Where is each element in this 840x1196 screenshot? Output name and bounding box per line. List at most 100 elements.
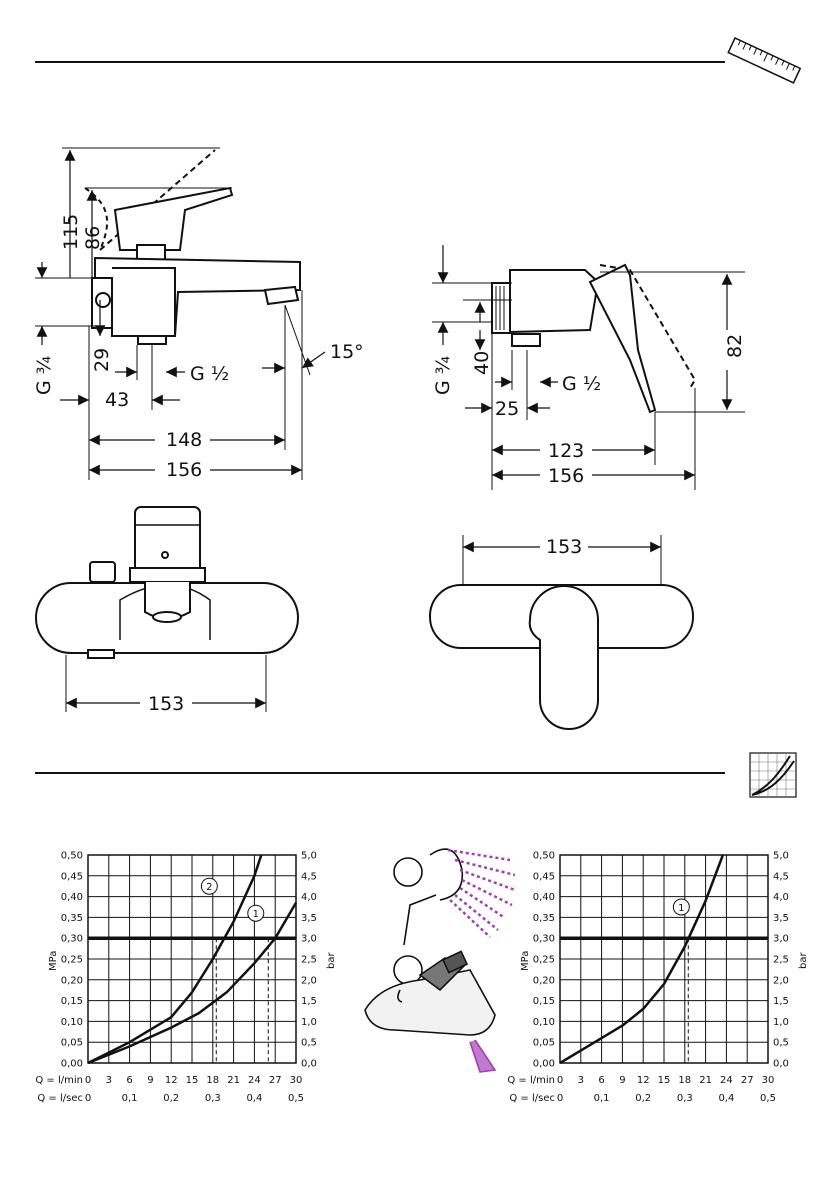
- y-tick-right: 0,5: [773, 1038, 789, 1049]
- x-tick-lmin: 21: [699, 1075, 712, 1086]
- bath-inlet-height-label: 29: [91, 348, 113, 372]
- shower-depth-outer-label: 156: [548, 465, 584, 487]
- shower-inlet-height-label: 40: [471, 351, 493, 375]
- y-tick-right: 3,5: [301, 913, 317, 924]
- y-tick-left: 0,45: [61, 871, 83, 882]
- y-tick-left: 0,50: [533, 851, 555, 862]
- y-tick-left: 0,15: [61, 996, 83, 1007]
- x-tick-lsec: 0,3: [677, 1093, 693, 1104]
- y-tick-right: 1,0: [301, 1017, 317, 1028]
- x-tick-lmin: 18: [678, 1075, 691, 1086]
- y-tick-left: 0,30: [61, 934, 83, 945]
- x-tick-lmin: 30: [290, 1075, 303, 1086]
- x-tick-lmin: 0: [557, 1075, 563, 1086]
- y-tick-right: 0,0: [301, 1059, 317, 1070]
- y-axis-label-right: bar: [326, 952, 337, 969]
- bath-height-inner-label: 86: [82, 226, 104, 250]
- bath-inlet-label: G ¾: [33, 356, 55, 395]
- series-line-1: [87, 902, 298, 1065]
- bath-mixer-side-view: [35, 147, 326, 480]
- x-tick-lmin: 12: [165, 1075, 178, 1086]
- y-tick-left: 0,15: [533, 996, 555, 1007]
- x-tick-lsec: 0,4: [246, 1093, 262, 1104]
- series-marker-circle: [200, 877, 218, 895]
- shower-mixer-side-view: [432, 245, 745, 490]
- y-tick-right: 3,0: [773, 934, 789, 945]
- bath-depth-inner-label: 148: [166, 429, 202, 451]
- x-tick-lmin: 6: [126, 1075, 132, 1086]
- y-tick-right: 5,0: [773, 851, 789, 862]
- y-tick-right: 0,5: [301, 1038, 317, 1049]
- y-tick-left: 0,35: [533, 913, 555, 924]
- plot-frame: [87, 854, 297, 1064]
- y-tick-right: 1,5: [301, 996, 317, 1007]
- y-tick-right: 2,0: [773, 975, 789, 986]
- y-tick-right: 1,0: [773, 1017, 789, 1028]
- y-tick-right: 4,5: [301, 871, 317, 882]
- x-tick-lmin: 24: [720, 1075, 733, 1086]
- x-tick-lsec: 0,1: [594, 1093, 610, 1104]
- x-tick-lsec: 0: [557, 1093, 563, 1104]
- ruler-icon: [727, 37, 802, 84]
- bath-angle-label: 15°: [330, 341, 364, 363]
- x-axis-label-lmin: Q = l/min: [35, 1075, 83, 1086]
- x-tick-lsec: 0,4: [718, 1093, 734, 1104]
- y-tick-left: 0,40: [61, 892, 83, 903]
- series-marker-circle: [247, 904, 265, 922]
- x-tick-lmin: 24: [248, 1075, 261, 1086]
- y-tick-left: 0,00: [61, 1059, 83, 1070]
- y-tick-left: 0,25: [61, 955, 83, 966]
- x-tick-lsec: 0,5: [288, 1093, 304, 1104]
- series-line-2: [87, 854, 263, 1065]
- x-tick-lmin: 6: [598, 1075, 604, 1086]
- x-tick-lmin: 0: [85, 1075, 91, 1086]
- x-tick-lmin: 12: [637, 1075, 650, 1086]
- x-tick-lmin: 27: [269, 1075, 282, 1086]
- y-axis-label-left: MPa: [520, 951, 531, 971]
- y-tick-left: 0,45: [533, 871, 555, 882]
- x-tick-lmin: 21: [227, 1075, 240, 1086]
- x-tick-lmin: 18: [206, 1075, 219, 1086]
- x-axis-label-lmin: Q = l/min: [507, 1075, 555, 1086]
- x-tick-lmin: 27: [741, 1075, 754, 1086]
- x-tick-lsec: 0,1: [122, 1093, 138, 1104]
- y-tick-right: 3,5: [773, 913, 789, 924]
- shower-outlet-label: G ½: [562, 373, 601, 395]
- x-axis-label-lsec: Q = l/sec: [509, 1093, 555, 1104]
- series-marker-label: 2: [206, 882, 212, 893]
- y-tick-left: 0,35: [61, 913, 83, 924]
- y-tick-left: 0,30: [533, 934, 555, 945]
- shower-width-label: 153: [546, 536, 582, 558]
- x-tick-lmin: 30: [762, 1075, 775, 1086]
- x-tick-lsec: 0,2: [635, 1093, 651, 1104]
- y-tick-left: 0,05: [61, 1038, 83, 1049]
- x-tick-lmin: 15: [658, 1075, 671, 1086]
- shower-height-label: 82: [724, 334, 746, 358]
- shower-mixer-front-view: [429, 535, 694, 730]
- legend-circle-1: [393, 857, 423, 887]
- y-tick-right: 2,0: [301, 975, 317, 986]
- plot-frame: [559, 854, 769, 1064]
- x-tick-lsec: 0,2: [163, 1093, 179, 1104]
- bath-width-label: 153: [148, 693, 184, 715]
- y-tick-right: 2,5: [773, 955, 789, 966]
- shower-inlet-label: G ¾: [432, 356, 454, 395]
- y-tick-right: 1,5: [773, 996, 789, 1007]
- bath-height-outer-label: 115: [60, 214, 82, 250]
- series-line-1: [559, 854, 725, 1065]
- y-tick-left: 0,05: [533, 1038, 555, 1049]
- y-tick-right: 4,0: [773, 892, 789, 903]
- y-tick-left: 0,50: [61, 851, 83, 862]
- y-tick-right: 0,0: [773, 1059, 789, 1070]
- flow-chart-bath: 0,000,050,100,150,200,250,300,350,400,45…: [35, 851, 337, 1105]
- x-tick-lmin: 15: [186, 1075, 199, 1086]
- series-marker-circle: [672, 898, 690, 916]
- bath-depth-outer-label: 156: [166, 459, 202, 481]
- y-tick-right: 5,0: [301, 851, 317, 862]
- y-tick-right: 4,5: [773, 871, 789, 882]
- y-tick-left: 0,20: [61, 975, 83, 986]
- y-tick-right: 2,5: [301, 955, 317, 966]
- x-tick-lsec: 0,3: [205, 1093, 221, 1104]
- x-tick-lmin: 9: [147, 1075, 153, 1086]
- flow-chart-icon: [749, 752, 797, 798]
